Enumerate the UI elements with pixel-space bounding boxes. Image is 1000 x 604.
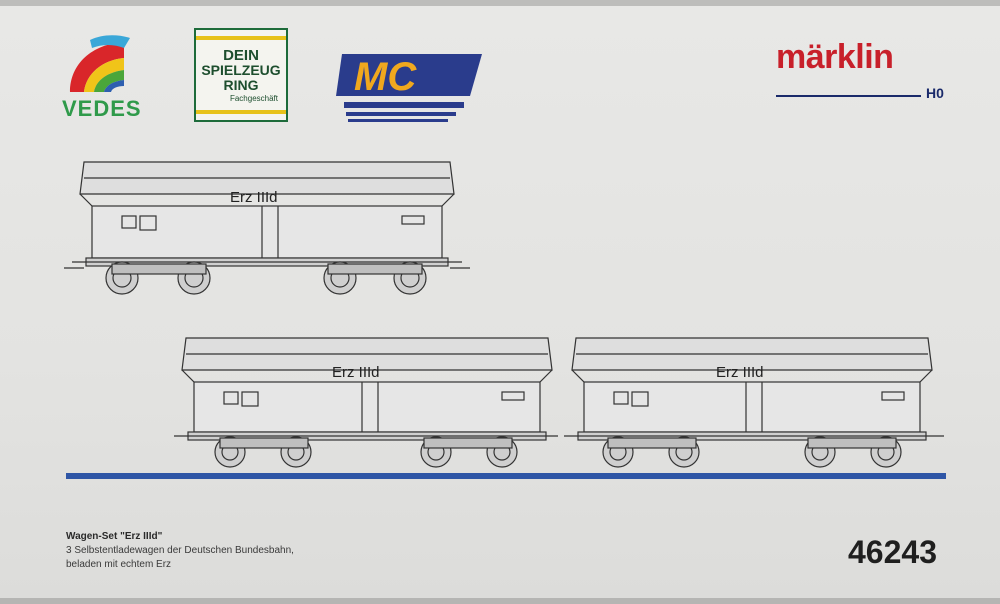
ring-logo-line2: SPIELZEUG [201,62,281,78]
product-title: Wagen-Set "Erz IIId" [66,531,163,542]
box-edge-bottom [0,598,1000,604]
mc-logo-text: MC [354,55,417,99]
vedes-logo-icon [70,35,130,92]
ring-logo-line3: RING [223,77,259,93]
mc-logo-icon: MC [336,54,482,122]
spielzeug-ring-logo: DEIN SPIELZEUG RING Fachgeschäft [194,28,288,122]
wagon-3-label: Erz IIId [716,364,764,381]
product-description-line2: beladen mit echtem Erz [66,559,172,570]
product-description-line1: 3 Selbstentladewagen der Deutschen Bunde… [66,545,294,556]
hopper-wagon-3: Erz IIId [564,337,944,468]
wagon-1-label: Erz IIId [230,189,278,206]
hopper-wagon-2: Erz IIId [174,337,558,468]
box-edge-top [0,0,1000,6]
vedes-logo-text: VEDES [62,96,142,121]
ring-logo-bar-bottom [196,110,286,114]
ring-logo-line4: Fachgeschäft [229,94,278,103]
article-number: 46243 [848,534,937,570]
ring-logo-line1: DEIN [223,47,259,64]
hopper-wagon-1: Erz IIId [64,161,470,295]
marklin-logo-text: märklin [776,38,894,76]
ring-logo-bar-top [196,36,286,40]
wagon-2-label: Erz IIId [332,364,380,381]
marklin-underline [776,95,921,97]
blue-stripe [66,473,946,479]
scale-label: H0 [926,85,944,101]
